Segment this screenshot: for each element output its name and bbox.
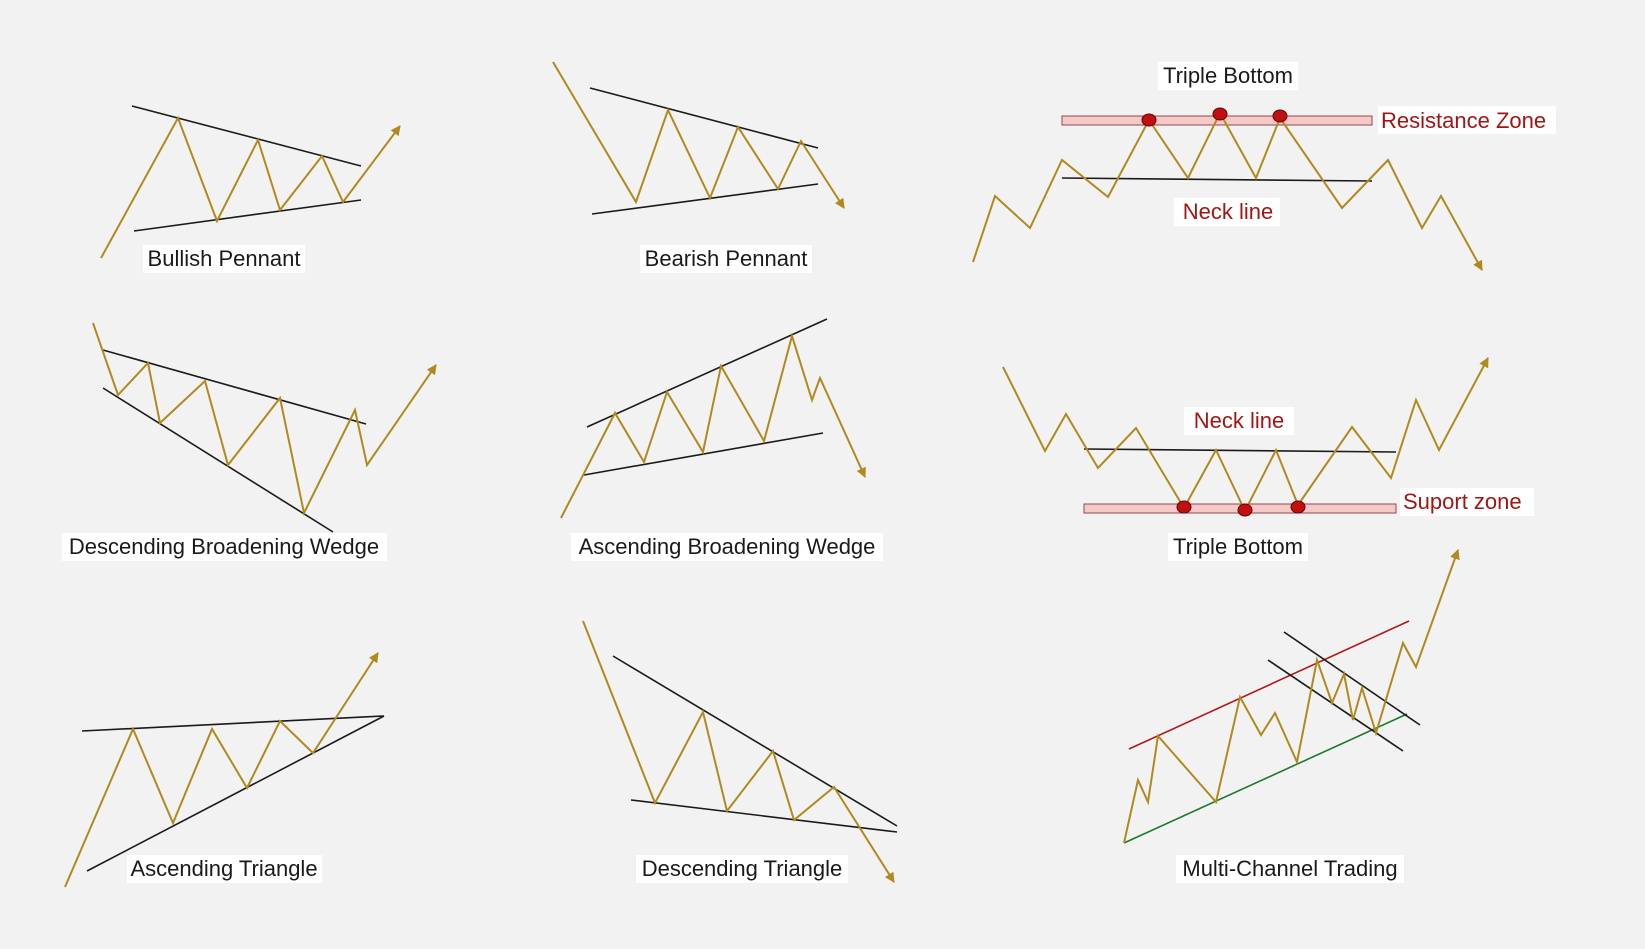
label-background [143,245,305,273]
trough-dot [1176,500,1192,514]
channel-upper-line [1128,620,1410,750]
bullish-pennant-pattern: Bullish Pennant [100,105,401,273]
triple-top-pattern: Triple Bottom Resistance Zone Neck line [972,62,1556,271]
upper-trend-line [102,349,367,425]
resistance-line [81,715,385,732]
multi-channel-trading-pattern: Multi-Channel Trading [1123,549,1460,883]
pattern-label: Bearish Pennant [645,246,808,271]
label-background [1184,407,1294,435]
peak-dot [1141,113,1157,127]
neck-line [1083,448,1397,453]
pattern-label: Descending Broadening Wedge [69,534,379,559]
zone-label: Resistance Zone [1381,108,1546,133]
label-background [127,855,322,883]
label-background [640,245,812,273]
pattern-label: Ascending Broadening Wedge [579,534,876,559]
price-line [100,115,401,259]
neck-line [1061,177,1373,182]
peak-dot [1212,107,1228,121]
lower-trend-line [133,199,362,232]
label-background [1378,106,1556,134]
label-background [1168,533,1308,561]
pattern-label: Triple Bottom [1163,63,1293,88]
descending-broadening-wedge-pattern: Descending Broadening Wedge [62,322,437,561]
price-line [92,322,437,517]
pattern-label: Bullish Pennant [148,246,301,271]
channel-lower-line [1123,713,1408,844]
support-line [630,799,898,833]
label-background [1400,488,1534,516]
price-line [552,61,845,209]
pattern-label: Descending Triangle [642,856,843,881]
upper-trend-line [131,105,362,167]
ascending-triangle-pattern: Ascending Triangle [64,652,385,888]
pattern-label: Triple Bottom [1173,534,1303,559]
upper-trend-line [589,87,819,149]
flag-upper-line [1283,631,1421,726]
neck-line-label: Neck line [1194,408,1284,433]
price-line [582,620,895,883]
label-background [62,533,387,561]
pattern-label: Ascending Triangle [130,856,317,881]
label-background [1158,62,1298,90]
descending-triangle-pattern: Descending Triangle [582,620,898,883]
pattern-label: Multi-Channel Trading [1182,856,1397,881]
label-background [1174,198,1280,226]
price-line [1123,549,1460,844]
zone-label: Suport zone [1403,489,1522,514]
price-line [972,110,1483,271]
flag-lower-line [1267,659,1404,752]
lower-trend-line [591,183,819,215]
label-background [636,855,848,883]
trough-dot [1237,503,1253,517]
upper-trend-line [586,318,828,428]
label-background [571,533,883,561]
ascending-broadening-wedge-pattern: Ascending Broadening Wedge [560,318,883,561]
peak-dot [1272,109,1288,123]
bearish-pennant-pattern: Bearish Pennant [552,61,845,273]
resistance-line [612,655,898,827]
lower-trend-line [102,387,334,533]
label-background [1176,855,1404,883]
trough-dot [1290,500,1306,514]
price-line [560,332,866,519]
neck-line-label: Neck line [1183,199,1273,224]
triple-bottom-pattern: Neck line Suport zone Triple Bottom [1002,357,1534,561]
price-line [64,652,379,888]
support-line [86,715,385,872]
